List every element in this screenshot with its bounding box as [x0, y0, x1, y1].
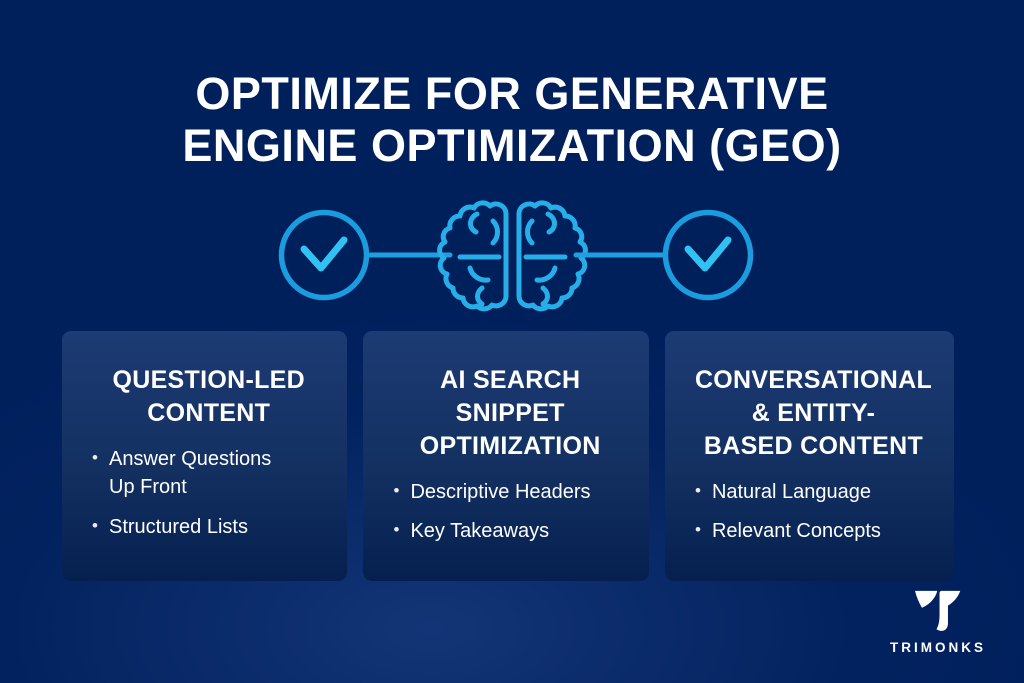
card-heading-line: BASED CONTENT: [703, 432, 924, 460]
brand-name: TRIMONKS: [890, 640, 986, 655]
brand-logo: TRIMONKS: [890, 590, 986, 655]
cards-row: QUESTION-LED CONTENT Answer Questions Up…: [62, 331, 955, 581]
page-title: OPTIMIZE FOR GENERATIVE ENGINE OPTIMIZAT…: [0, 68, 1024, 172]
bullet-item: Structured Lists: [92, 513, 325, 541]
trimonks-t-logo-icon: [915, 590, 961, 631]
card-heading-line: OPTIMIZATION: [419, 432, 601, 460]
card-heading: QUESTION-LED CONTENT: [92, 364, 325, 430]
check-circle-left-icon: [278, 209, 370, 301]
card-heading: CONVERSATIONAL & ENTITY- BASED CONTENT: [695, 364, 932, 463]
card-bullet-list: Descriptive Headers Key Takeaways: [393, 478, 626, 546]
card-heading-line: QUESTION-LED: [112, 366, 305, 394]
bullet-item: Answer Questions Up Front: [92, 445, 325, 502]
card-heading-line: & ENTITY-: [751, 399, 876, 427]
bullet-item: Relevant Concepts: [695, 517, 932, 545]
card-ai-search-snippet-optimization: AI SEARCH SNIPPET OPTIMIZATION Descripti…: [363, 331, 649, 581]
card-heading: AI SEARCH SNIPPET OPTIMIZATION: [393, 364, 626, 463]
card-bullet-list: Answer Questions Up Front Structured Lis…: [92, 445, 325, 541]
card-heading-line: SNIPPET: [455, 399, 565, 427]
bullet-item: Natural Language: [695, 478, 932, 506]
card-heading-line: AI SEARCH: [440, 366, 581, 394]
title-line-1: OPTIMIZE FOR GENERATIVE: [195, 68, 829, 119]
check-circle-right-icon: [662, 209, 754, 301]
brain-icon: [440, 203, 586, 309]
card-question-led-content: QUESTION-LED CONTENT Answer Questions Up…: [62, 331, 348, 581]
bullet-item: Key Takeaways: [393, 517, 626, 545]
card-conversational-entity-based-content: CONVERSATIONAL & ENTITY- BASED CONTENT N…: [664, 331, 955, 581]
card-heading-line: CONVERSATIONAL: [694, 366, 933, 394]
card-bullet-list: Natural Language Relevant Concepts: [695, 478, 932, 546]
card-heading-line: CONTENT: [147, 399, 271, 427]
title-line-2: ENGINE OPTIMIZATION (GEO): [182, 120, 842, 172]
icon-row: [278, 198, 754, 318]
bullet-item: Descriptive Headers: [393, 478, 626, 506]
